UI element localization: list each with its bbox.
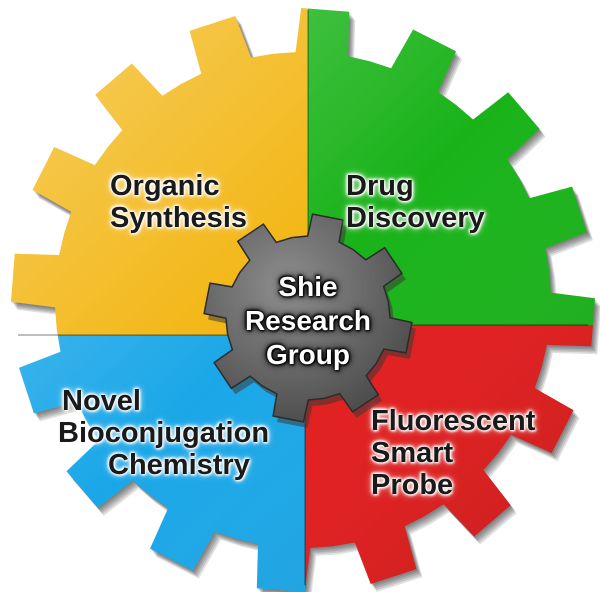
label-fluorescent-smart-probe: Fluorescent Smart Probe xyxy=(371,405,536,501)
label-shie-research-group: Shie Research Group xyxy=(244,271,372,370)
center-gear xyxy=(203,213,413,423)
label-organic-synthesis: Organic Synthesis xyxy=(110,170,247,234)
label-drug-discovery: Drug Discovery xyxy=(346,170,485,234)
label-novel-bioconjugation-chemistry: Novel Bioconjugation Chemistry xyxy=(58,385,270,481)
